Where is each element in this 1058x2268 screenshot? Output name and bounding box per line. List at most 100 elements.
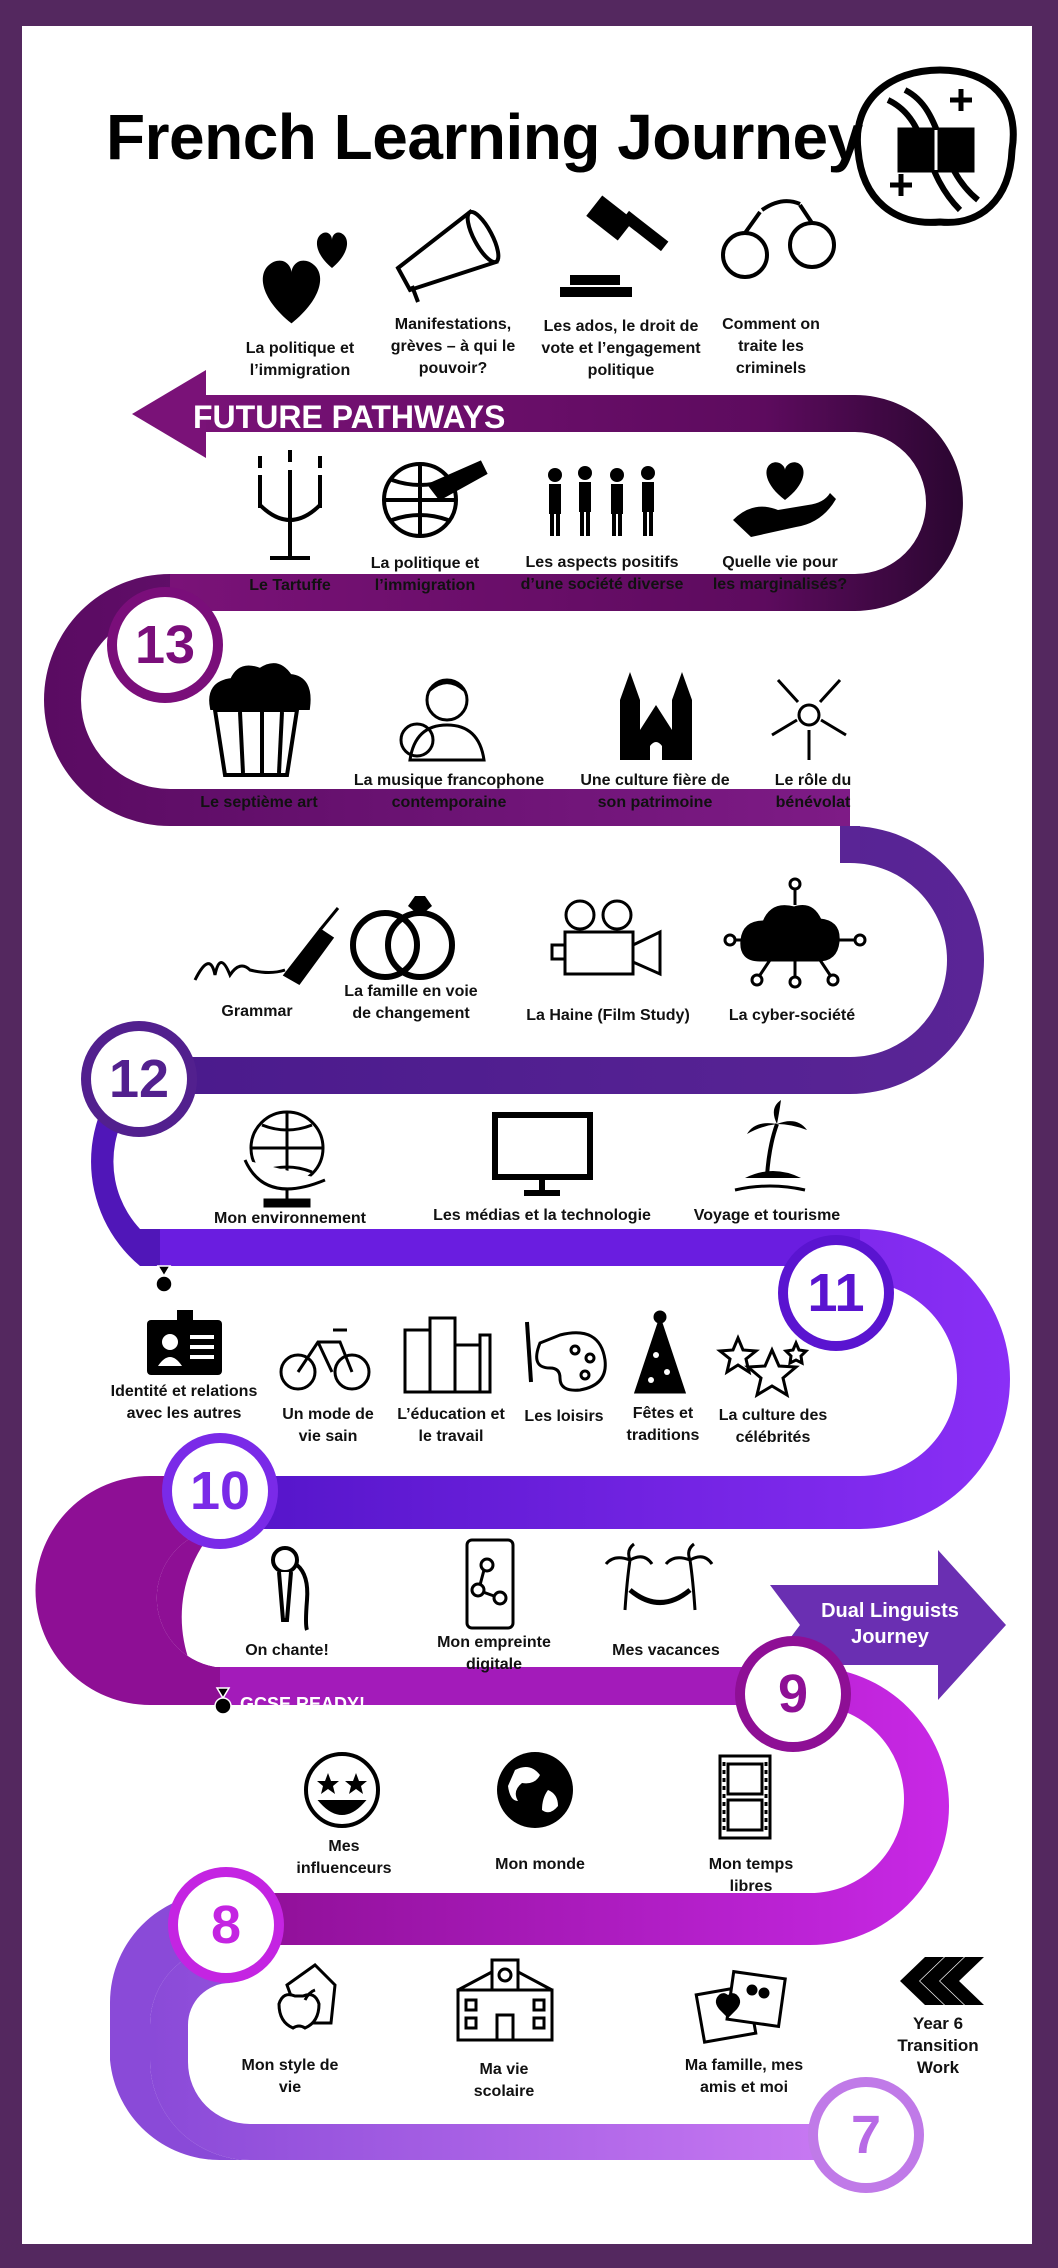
photos-icon (694, 1969, 787, 2044)
id-card-icon (147, 1310, 222, 1375)
topic-label: Quelle vie pour les marginalisés? (712, 554, 848, 593)
topic-label: Les ados, le droit de vote et l’engageme… (541, 318, 701, 379)
popcorn-icon (209, 663, 311, 777)
topic-label: La cyber-société (728, 1007, 856, 1024)
film-strip-icon (718, 1754, 772, 1840)
path-curve-9 (230, 1667, 949, 1945)
hands-icon (771, 678, 847, 760)
dual-linguists-label: Dual Linguists Journey (821, 1600, 959, 1648)
path-segment-8 (150, 1893, 820, 2160)
cloud-network-icon (723, 877, 867, 989)
topic-label: Ma vie scolaire (473, 2061, 535, 2100)
gcse-ready-label: GCSE READY! (240, 1694, 366, 1714)
topic-label: L’éducation et le travail (397, 1406, 505, 1445)
level-number-11: 11 (807, 1263, 865, 1323)
path-segment-13 (44, 574, 850, 826)
chevrons-icon (900, 1957, 984, 2005)
topic-label: Le septième art (200, 794, 318, 811)
topic-label: La Haine (Film Study) (526, 1007, 690, 1024)
heart-hand-icon (733, 462, 836, 537)
level-circle-7 (808, 2077, 924, 2193)
singer-icon (399, 678, 486, 762)
topic-label: Une culture fière de son patrimoine (580, 772, 730, 811)
film-camera-icon (550, 899, 662, 977)
gavel-icon (560, 195, 669, 297)
ks5-medal-icon (155, 1265, 173, 1293)
bicycle-icon (279, 1328, 371, 1391)
topic-label: Comment on traite les criminels (722, 316, 820, 377)
topic-label: Mon style de vie (241, 2057, 339, 2096)
star-eyes-face-icon (304, 1752, 380, 1828)
party-hat-icon (633, 1310, 687, 1394)
topic-label: Mon empreinte digitale (437, 1634, 551, 1673)
year6-transition-label: Year 6 Transition Work (897, 2014, 979, 2077)
crest-book-icon (853, 66, 1017, 226)
topic-label: Mes influenceurs (296, 1838, 392, 1877)
level-number-13: 13 (134, 615, 196, 675)
candelabra-icon (258, 450, 322, 560)
future-pathways-label: FUTURE PATHWAYS (193, 399, 506, 435)
earth-icon (497, 1752, 573, 1828)
rings-icon (350, 896, 455, 980)
apple-food-icon (277, 1963, 337, 2030)
topic-label: Le rôle du bénévolat (774, 772, 852, 811)
topic-label: La musique francophone contemporaine (353, 772, 545, 811)
topic-label: Mon temps libres (708, 1856, 794, 1895)
ks5-ready-label: KS5 READY! (181, 1268, 291, 1288)
level-number-12: 12 (108, 1049, 170, 1109)
desk-globe-icon (243, 1110, 326, 1208)
level-number-7: 7 (850, 2105, 882, 2165)
level-circle-9 (735, 1636, 851, 1752)
monitor-icon (492, 1112, 593, 1196)
topic-label: La politique et l’immigration (370, 555, 480, 594)
paint-palette-icon (525, 1321, 607, 1392)
topic-label: La culture des célébrités (718, 1407, 828, 1446)
future-pathways-band (170, 395, 963, 611)
level-circle-13 (107, 587, 223, 703)
topic-label: Manifestations, grèves – à qui le pouvoi… (390, 316, 516, 377)
topic-label: Voyage et tourisme (693, 1207, 841, 1224)
topic-label: Mon environnement (213, 1210, 367, 1227)
topic-label: Fêtes et traditions (626, 1405, 700, 1444)
topic-label: La politique et l’immigration (245, 340, 355, 379)
level-circle-11 (778, 1235, 894, 1351)
handcuffs-icon (721, 199, 836, 279)
megaphone-icon (395, 208, 501, 303)
hearts-icon (262, 232, 348, 324)
topic-label: Les médias et la technologie (433, 1207, 651, 1224)
topic-label: Mes vacances (612, 1642, 720, 1659)
topic-label: On chante! (245, 1642, 329, 1659)
school-icon (456, 1958, 554, 2042)
level-circle-8 (168, 1867, 284, 1983)
island-icon (734, 1100, 807, 1192)
microphone-icon (271, 1546, 310, 1631)
level-circle-10 (162, 1433, 278, 1549)
cathedral-icon (620, 672, 692, 760)
city-icon (403, 1316, 492, 1394)
page-title: French Learning Journey (106, 101, 863, 173)
topic-label: Grammar (221, 1003, 293, 1020)
gcse-medal-icon (214, 1687, 232, 1715)
topic-label: La famille en voie de changement (344, 983, 478, 1022)
level-circle-12 (81, 1021, 197, 1137)
future-pathways-arrow (132, 370, 206, 458)
smartphone-icon (465, 1538, 515, 1630)
path-curve-11 (215, 1229, 1010, 1529)
path-curve-13 (140, 826, 984, 1094)
hammock-icon (604, 1542, 714, 1611)
topic-label: Identité et relations avec les autres (110, 1383, 258, 1422)
level-number-10: 10 (189, 1461, 251, 1521)
topic-label: Ma famille, mes amis et moi (684, 2057, 804, 2096)
topic-label: Mon monde (495, 1856, 585, 1873)
globe-plane-icon (382, 460, 488, 538)
topic-label: Le Tartuffe (249, 577, 331, 594)
level-number-9: 9 (777, 1664, 809, 1724)
stars-icon (716, 1334, 810, 1399)
fountain-pen-icon (193, 907, 340, 985)
topic-label: Les loisirs (524, 1408, 604, 1425)
topic-label: Les aspects positifs d’une société diver… (520, 554, 684, 593)
topic-label: Un mode de vie sain (282, 1406, 374, 1445)
diverse-people-icon (548, 466, 655, 536)
